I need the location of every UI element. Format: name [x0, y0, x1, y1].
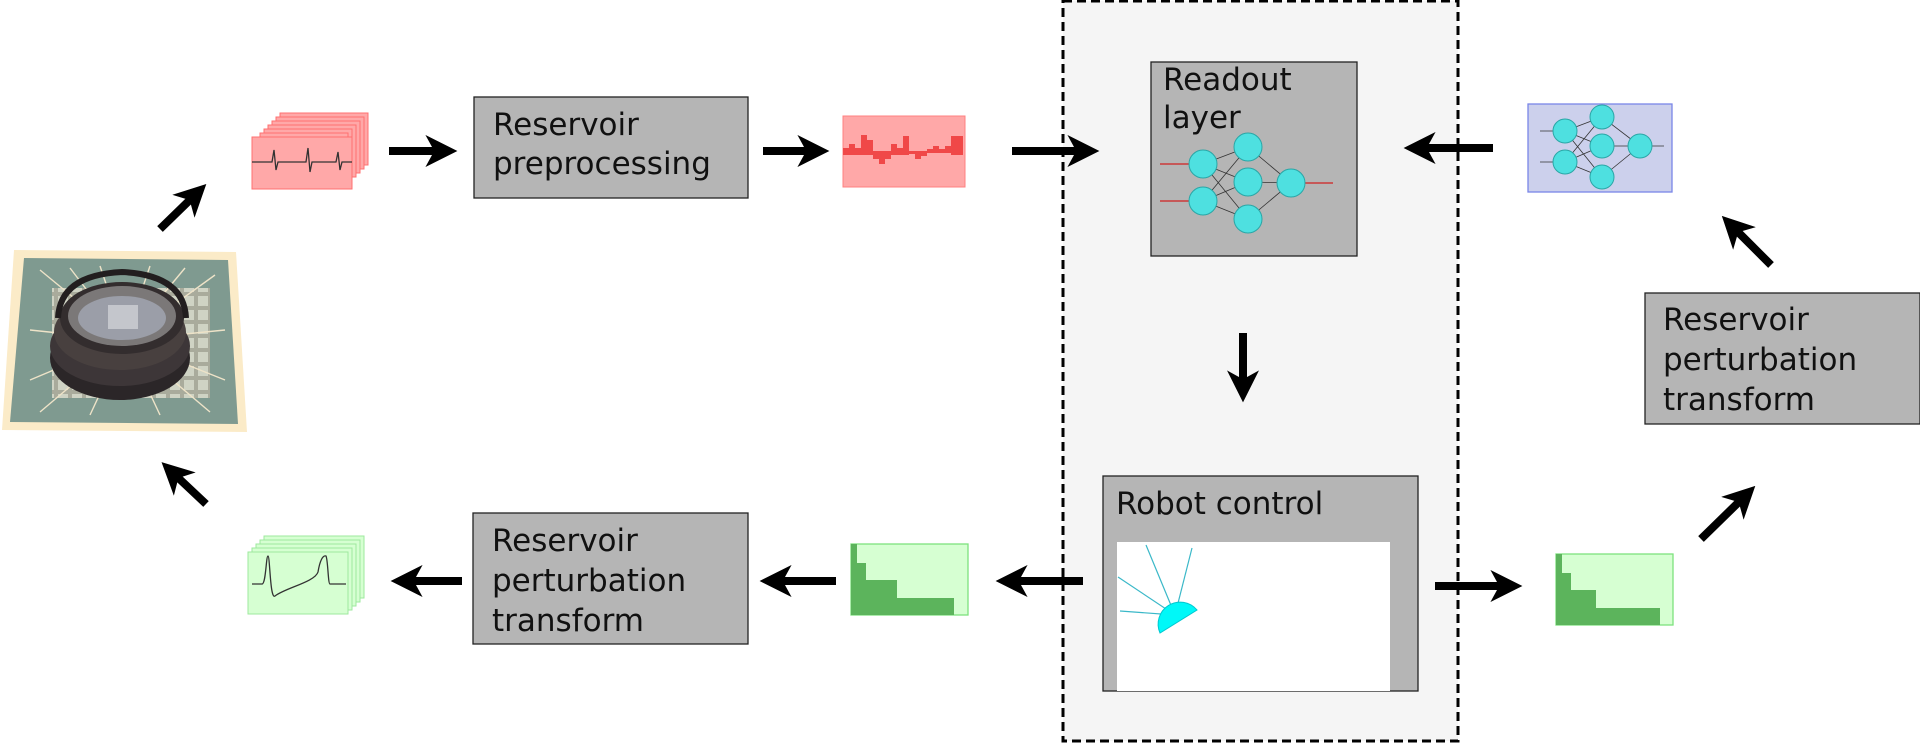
readout-network-icon	[1160, 132, 1333, 234]
raw-signal-stack	[251, 112, 369, 190]
perturb-bottom-line2: perturbation	[492, 563, 686, 599]
robot-control-box: Robot control	[1102, 475, 1419, 692]
readout-layer-box: Readout layer	[1150, 61, 1358, 257]
arrow-transform-to-network	[1721, 215, 1774, 268]
arrow-plot-to-transform	[1698, 485, 1756, 542]
perturbation-transform-box-bottom: Reservoir perturbation transform	[472, 512, 749, 645]
stimulus-plot-right	[1555, 553, 1674, 626]
feature-vector-plot	[842, 115, 966, 188]
preprocessing-line2: preprocessing	[493, 146, 711, 182]
readout-line1: Readout	[1163, 62, 1292, 98]
robot-arm-icon	[1117, 544, 1198, 634]
robot-control-label: Robot control	[1116, 486, 1323, 522]
perturb-bottom-line3: transform	[492, 603, 644, 639]
flow-arrows	[157, 132, 1774, 602]
perturb-bottom-line1: Reservoir	[492, 523, 638, 559]
perturbation-network-icon	[1527, 103, 1673, 193]
arrow-chip-to-signals	[157, 183, 207, 232]
perturb-right-line2: perturbation	[1663, 342, 1857, 378]
preprocessing-line1: Reservoir	[493, 107, 639, 143]
mea-chip-icon	[2, 250, 247, 432]
perturbation-transform-box-right: Reservoir perturbation transform	[1644, 292, 1920, 425]
stimulation-signal-stack	[247, 535, 365, 615]
readout-line2: layer	[1163, 100, 1241, 136]
arrow-stimulation-to-chip	[161, 462, 209, 507]
perturb-right-line3: transform	[1663, 382, 1815, 418]
stimulus-plot-bottom	[850, 543, 969, 616]
preprocessing-box: Reservoir preprocessing	[473, 96, 749, 199]
perturb-right-line1: Reservoir	[1663, 302, 1809, 338]
